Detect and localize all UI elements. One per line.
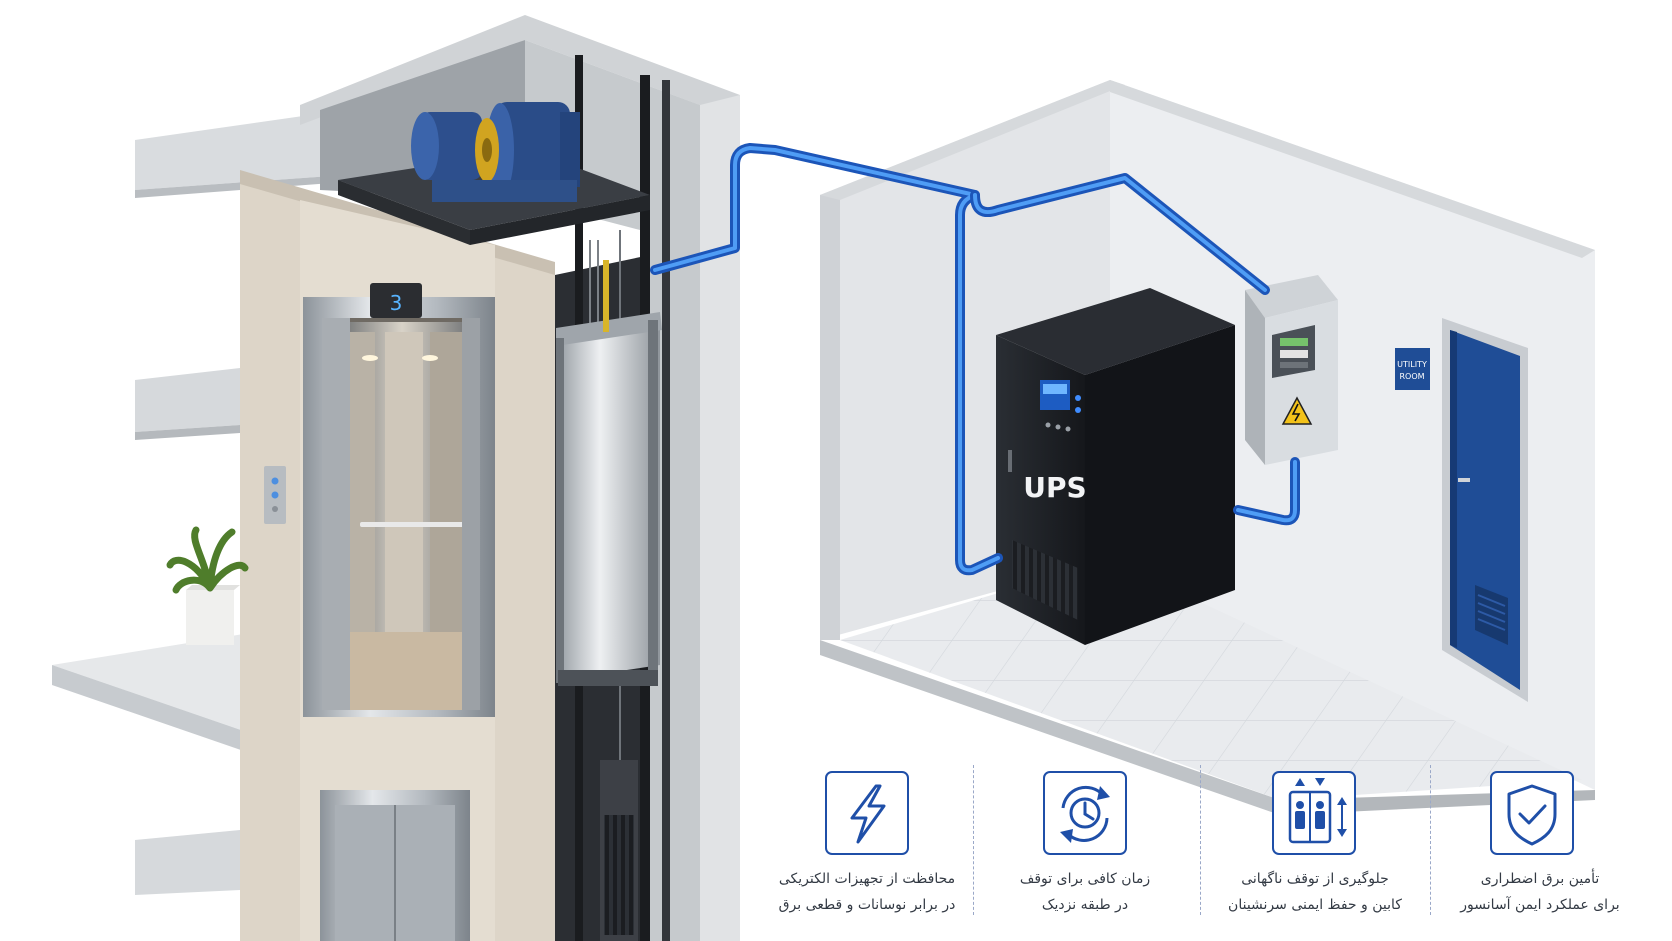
feature-icon-1 bbox=[825, 771, 909, 855]
feature-caption-line: کابین و حفظ ایمنی سرنشینان bbox=[1228, 897, 1402, 913]
feature-caption-line: زمان کافی برای توقف bbox=[1019, 871, 1151, 887]
lightning-icon bbox=[850, 784, 886, 844]
feature-caption-line: در برابر نوسانات و قطعی برق bbox=[778, 897, 956, 913]
feature-caption-2: زمان کافی برای توقف در طبقه نزدیک bbox=[985, 866, 1185, 918]
feature-caption-1: محافظت از تجهیزات الکتریکی در برابر نوسا… bbox=[762, 866, 972, 918]
feature-caption-line: تأمین برق اضطراری bbox=[1480, 871, 1600, 887]
elevator-cabin-interior bbox=[328, 322, 476, 710]
feature-caption-line: محافظت از تجهیزات الکتریکی bbox=[778, 871, 956, 887]
ups-label: UPS bbox=[1023, 471, 1086, 504]
shaft-side-wall bbox=[700, 95, 740, 941]
room-floor bbox=[840, 560, 1582, 800]
feature-caption-line: برای عملکرد ایمن آسانسور bbox=[1460, 897, 1620, 913]
feature-divider bbox=[1200, 765, 1201, 915]
power-cable bbox=[650, 143, 1300, 576]
clock-cycle-icon bbox=[1060, 785, 1110, 843]
handrail bbox=[360, 522, 465, 527]
building-cutaway: 3 bbox=[52, 15, 740, 941]
utility-room-sign bbox=[1395, 348, 1430, 390]
feature-icon-4 bbox=[1490, 771, 1574, 855]
high-voltage-warning-icon bbox=[1281, 396, 1313, 425]
floor-slab bbox=[135, 368, 240, 432]
feature-caption-4: تأمین برق اضطراری برای عملکرد ایمن آسانس… bbox=[1440, 866, 1640, 918]
ups-cabinet: UPS bbox=[996, 288, 1235, 645]
floor-slab bbox=[135, 110, 345, 190]
electrical-panel bbox=[1245, 275, 1338, 465]
call-button-down[interactable] bbox=[271, 491, 279, 499]
shield-check-icon bbox=[1507, 784, 1557, 846]
sign-line-2: ROOM bbox=[1399, 372, 1424, 381]
feature-divider bbox=[1430, 765, 1431, 915]
floor-indicator-number: 3 bbox=[390, 291, 403, 315]
utility-room-door[interactable] bbox=[1442, 318, 1528, 702]
feature-caption-line: در طبقه نزدیک bbox=[1041, 897, 1129, 913]
floor-slab bbox=[135, 830, 240, 895]
elevator-car bbox=[556, 260, 662, 686]
cabin-floor bbox=[328, 632, 476, 710]
floor-indicator bbox=[370, 283, 422, 318]
sign-line-1: UTILITY bbox=[1397, 360, 1427, 369]
feature-caption-3: جلوگیری از توقف ناگهانی کابین و حفظ ایمن… bbox=[1210, 866, 1420, 918]
feature-icon-2 bbox=[1043, 771, 1127, 855]
ups-vent bbox=[1012, 540, 1078, 620]
call-button-up[interactable] bbox=[271, 477, 279, 485]
traction-machine bbox=[411, 102, 580, 202]
potted-plant bbox=[166, 526, 249, 645]
feature-icon-3 bbox=[1272, 771, 1356, 855]
feature-divider bbox=[973, 765, 974, 915]
door-handle[interactable] bbox=[1458, 478, 1470, 482]
feature-caption-line: جلوگیری از توقف ناگهانی bbox=[1241, 871, 1389, 887]
elevator-passengers-icon bbox=[1288, 778, 1347, 844]
door-vent bbox=[1475, 585, 1508, 645]
